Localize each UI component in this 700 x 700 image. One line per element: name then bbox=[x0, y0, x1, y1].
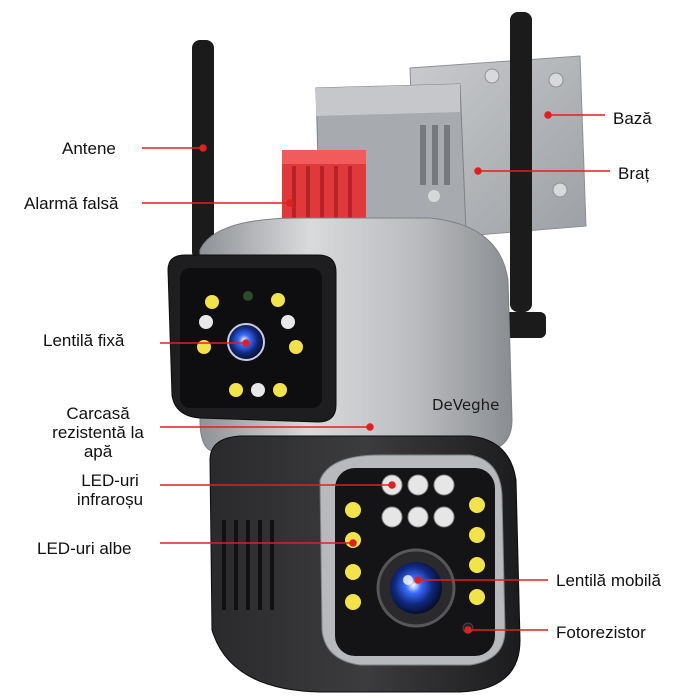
label-carcasa-line3: apă bbox=[83, 442, 113, 461]
label-lentila-mobila: Lentilă mobilă bbox=[556, 571, 661, 590]
label-carcasa-line1: Carcasă bbox=[66, 404, 130, 423]
label-baza: Bază bbox=[613, 109, 652, 128]
vent-grooves bbox=[222, 520, 274, 610]
moving-lens bbox=[376, 548, 456, 628]
label-carcasa-line2: rezistentă la bbox=[52, 423, 144, 442]
callout-lines bbox=[142, 111, 610, 634]
label-brat: Braț bbox=[618, 164, 650, 183]
false-alarm-light bbox=[282, 150, 366, 230]
white-leds bbox=[345, 497, 485, 610]
label-led-ir-line2: infraroșu bbox=[76, 490, 144, 509]
label-alarma-falsa: Alarmă falsă bbox=[24, 194, 119, 213]
label-led-ir-line1: LED-uri bbox=[81, 471, 139, 490]
label-led-infrarosu: LED-uri infraroșu bbox=[62, 471, 158, 509]
fixed-lens-module bbox=[167, 254, 337, 423]
label-carcasa: Carcasă rezistentă la apă bbox=[40, 404, 156, 461]
brand-logo-text: DeVeghe bbox=[432, 396, 500, 414]
label-led-albe: LED-uri albe bbox=[37, 539, 132, 558]
label-antene: Antene bbox=[62, 139, 116, 158]
infrared-leds bbox=[381, 474, 455, 528]
right-antenna bbox=[510, 12, 532, 312]
label-lentila-fixa: Lentilă fixă bbox=[43, 331, 125, 350]
label-fotorezistor: Fotorezistor bbox=[556, 623, 646, 642]
